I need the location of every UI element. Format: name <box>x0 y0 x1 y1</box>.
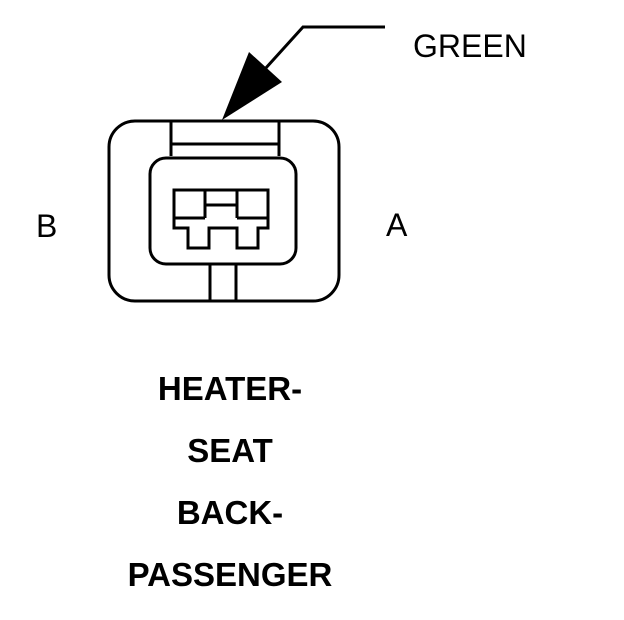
wire-color-label: GREEN <box>413 28 527 64</box>
component-title-line-1: HEATER- <box>157 370 303 407</box>
connector-inner-housing <box>148 156 298 266</box>
connector-outer-housing <box>107 119 341 303</box>
component-title: HEATER- SEAT BACK- PASSENGER <box>80 372 380 620</box>
component-title-line-3: BACK- <box>176 494 284 531</box>
callout-leader <box>222 25 385 120</box>
callout-arrowhead <box>222 52 282 120</box>
terminal-cavity <box>172 188 270 250</box>
connector-diagram <box>107 25 385 303</box>
component-title-line-2: SEAT <box>187 432 273 469</box>
pin-b-label: B <box>36 208 58 244</box>
component-title-line-4: PASSENGER <box>127 556 333 593</box>
connector-body <box>107 119 341 303</box>
pin-a-label: A <box>386 207 408 243</box>
callout-line <box>253 25 385 82</box>
